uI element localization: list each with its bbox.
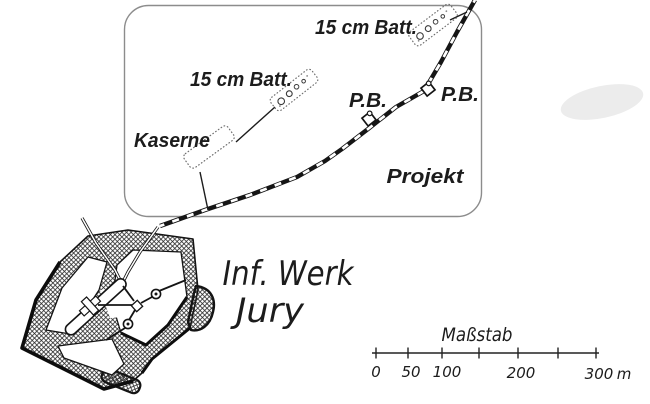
fort-title-line2: Jury bbox=[230, 291, 305, 331]
scale-label-300: 300 bbox=[585, 365, 614, 383]
pb-marker-north bbox=[419, 80, 437, 98]
battery-north-leader bbox=[449, 11, 468, 21]
fort-approach-road bbox=[80, 217, 123, 283]
scale-label-200: 200 bbox=[507, 364, 536, 382]
pb-west-label: P.B. bbox=[349, 90, 387, 112]
fort-cupola-south bbox=[122, 318, 134, 330]
fort-corridors bbox=[98, 279, 187, 341]
battery-west-leader bbox=[235, 106, 276, 143]
fort-heavy-edge-southeast bbox=[140, 326, 191, 374]
scale-bar: Maßstab 0 50 100 200 300 m bbox=[371, 324, 631, 383]
scale-label-100: 100 bbox=[433, 363, 462, 381]
fort-courtyard-south bbox=[57, 338, 125, 376]
scale-bar-ticks bbox=[375, 347, 597, 359]
fort-east-lobe bbox=[186, 284, 216, 332]
fort-title-line1: Inf. Werk bbox=[223, 254, 355, 294]
kaserne-label: Kaserne bbox=[134, 130, 210, 152]
battery-symbol-west bbox=[269, 68, 319, 112]
pb-marker-west bbox=[360, 110, 378, 128]
railway-fort-spur bbox=[120, 226, 160, 285]
fort-heavy-inner-wall bbox=[120, 296, 189, 347]
kaserne-leader bbox=[199, 171, 209, 211]
fort-heavy-edge-southwest bbox=[20, 261, 134, 391]
pb-north-label: P.B. bbox=[441, 84, 479, 106]
fort-junction-block bbox=[130, 299, 144, 313]
fort-t-structure-stem bbox=[80, 296, 100, 316]
project-frame bbox=[123, 4, 483, 218]
scale-bar-title: Maßstab bbox=[442, 324, 513, 346]
scale-unit: m bbox=[617, 365, 632, 383]
scale-label-50: 50 bbox=[401, 363, 420, 381]
battery-west-label: 15 cm Batt. bbox=[190, 69, 292, 91]
scan-smudge bbox=[560, 84, 644, 120]
battery-symbol-north bbox=[408, 3, 458, 47]
battery-north-label: 15 cm Batt. bbox=[315, 17, 417, 39]
fort-plan bbox=[20, 229, 216, 395]
fort-cupola-east bbox=[150, 288, 162, 300]
projekt-label: Projekt bbox=[387, 166, 466, 188]
leader-lines bbox=[199, 11, 468, 211]
railway-line bbox=[159, 0, 477, 229]
scale-label-0: 0 bbox=[371, 363, 381, 381]
